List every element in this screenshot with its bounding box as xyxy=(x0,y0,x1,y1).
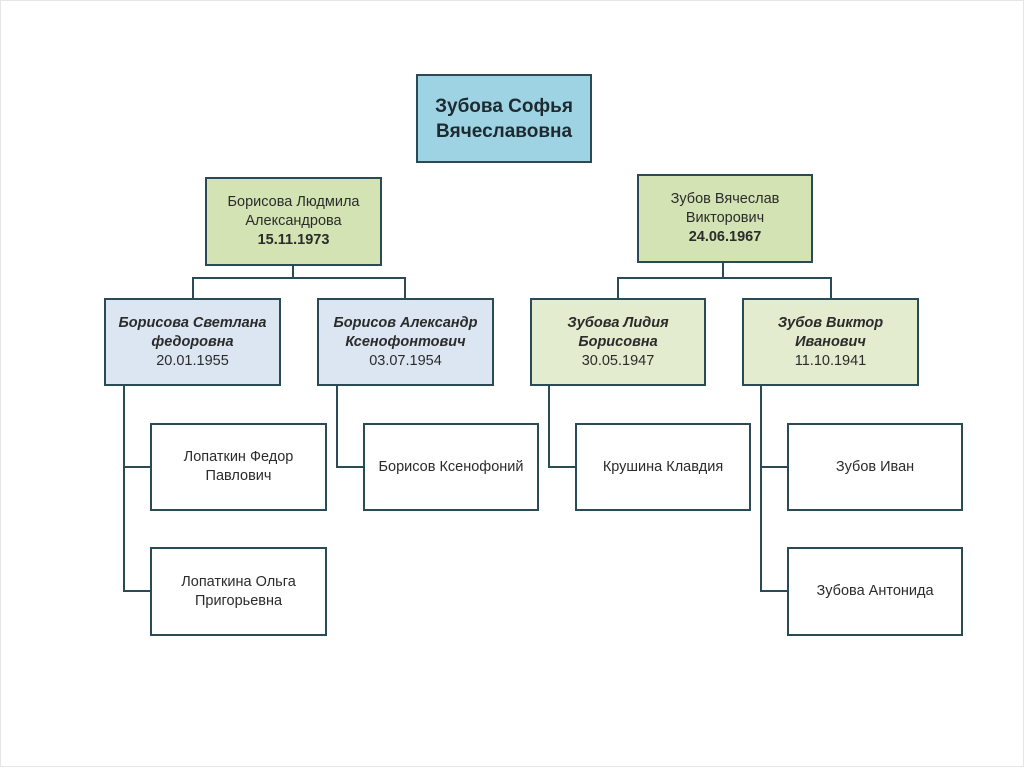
mother-date: 15.11.1973 xyxy=(257,232,330,248)
node-paternal-grandmother: Зубова Лидия Борисовна 30.05.1947 xyxy=(530,298,706,386)
node-mm-father: Лопаткин Федор Павлович xyxy=(150,423,327,511)
mf-date: 03.07.1954 xyxy=(369,352,442,369)
node-mm-mother: Лопаткина Ольга Пригорьевна xyxy=(150,547,327,636)
mf-name-line1: Борисов Александр xyxy=(333,314,478,331)
node-father: Зубов Вячеслав Викторович 24.06.1967 xyxy=(637,174,813,263)
ff-mother-line1: Зубова Антонида xyxy=(816,583,934,599)
ff-name-line2: Иванович xyxy=(795,333,866,350)
mm-name-line1: Борисова Светлана xyxy=(118,314,267,331)
ff-name-line1: Зубов Виктор xyxy=(777,314,884,331)
mm-mother-line2: Пригорьевна xyxy=(194,592,283,609)
fm-mother-line1: Крушина Клавдия xyxy=(602,458,724,475)
fm-name-line2: Борисовна xyxy=(578,333,658,350)
father-name-line1: Зубов Вячеслав xyxy=(670,191,780,207)
node-ff-mother: Зубова Антонида xyxy=(787,547,963,636)
mm-date: 20.01.1955 xyxy=(156,352,229,369)
mm-father-line1: Лопаткин Федор xyxy=(183,449,294,465)
node-maternal-grandfather: Борисов Александр Ксенофонтович 03.07.19… xyxy=(317,298,494,386)
node-maternal-grandmother: Борисова Светлана федоровна 20.01.1955 xyxy=(104,298,281,386)
fm-name-line1: Зубова Лидия xyxy=(567,314,669,331)
father-date: 24.06.1967 xyxy=(688,229,762,245)
node-root: Зубова Софья Вячеславовна xyxy=(416,74,592,163)
root-name-line2: Вячеславовна xyxy=(435,120,573,142)
fm-date: 30.05.1947 xyxy=(581,352,655,369)
ff-father-line1: Зубов Иван xyxy=(835,458,915,475)
node-ff-father: Зубов Иван xyxy=(787,423,963,511)
mother-name-line2: Александрова xyxy=(245,213,342,229)
mm-father-line2: Павлович xyxy=(205,468,272,484)
connector-fm-mother xyxy=(548,386,575,468)
connector-father-parents xyxy=(617,263,724,298)
node-mf-father: Борисов Ксенофоний xyxy=(363,423,539,511)
node-paternal-grandfather: Зубов Виктор Иванович 11.10.1941 xyxy=(742,298,919,386)
node-fm-mother: Крушина Клавдия xyxy=(575,423,751,511)
connector-mf-father xyxy=(336,386,363,468)
node-mother: Борисова Людмила Александрова 15.11.1973 xyxy=(205,177,382,266)
connector-mother-parents-right xyxy=(293,277,406,298)
ff-date: 11.10.1941 xyxy=(794,352,867,369)
connector-ff-parents xyxy=(760,386,787,592)
connector-mm-father xyxy=(123,386,150,592)
father-name-line2: Викторович xyxy=(685,210,765,226)
mm-name-line2: федоровна xyxy=(151,333,234,350)
mm-mother-line1: Лопаткина Ольга xyxy=(181,573,296,590)
connector-father-parents-right xyxy=(723,277,832,298)
mother-name-line1: Борисова Людмила xyxy=(227,194,360,210)
mf-father-line1: Борисов Ксенофоний xyxy=(378,458,524,475)
connector-mother-parents xyxy=(192,265,294,298)
root-name-line1: Зубова Софья xyxy=(435,95,573,117)
mf-name-line2: Ксенофонтович xyxy=(345,333,466,350)
